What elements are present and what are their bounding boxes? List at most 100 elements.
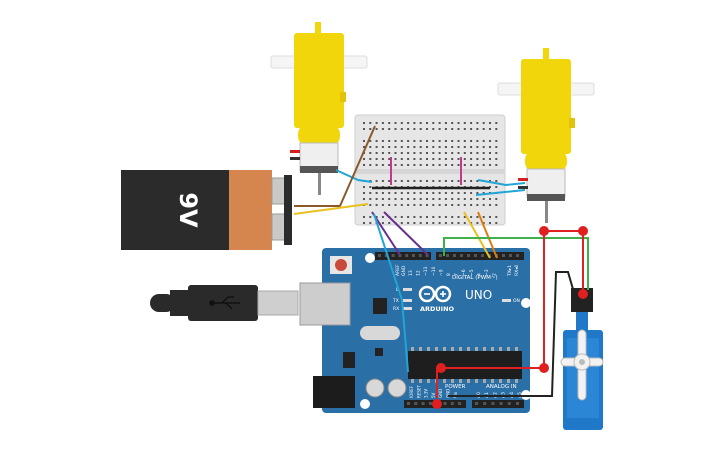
battery-9v[interactable]: 9V <box>121 170 292 250</box>
header-pin[interactable] <box>453 254 456 257</box>
breadboard-hole <box>381 158 384 160</box>
header-pin[interactable] <box>443 402 447 405</box>
breadboard-hole <box>388 152 391 154</box>
breadboard-hole <box>495 164 498 166</box>
breadboard-hole <box>369 140 372 142</box>
breadboard-hole <box>388 140 391 142</box>
breadboard-hole <box>432 128 435 130</box>
right-dc-motor[interactable] <box>497 48 595 223</box>
digital-pin-label: 2 <box>492 273 498 276</box>
breadboard-hole <box>407 152 410 154</box>
wire-orange-arduino <box>477 211 498 259</box>
breadboard-hole <box>375 216 378 218</box>
header-pin[interactable] <box>412 254 415 257</box>
chip-pin <box>419 347 422 351</box>
header-pin[interactable] <box>467 254 470 257</box>
breadboard-hole <box>432 164 435 166</box>
header-pin[interactable] <box>458 402 462 405</box>
header-pin[interactable] <box>460 254 463 257</box>
header-pin[interactable] <box>428 402 432 405</box>
breadboard-hole <box>419 164 422 166</box>
breadboard-hole <box>400 180 403 182</box>
breadboard-hole <box>369 192 372 194</box>
breadboard-hole <box>476 152 479 154</box>
header-pin[interactable] <box>481 254 484 257</box>
breadboard-hole <box>369 164 372 166</box>
breadboard-hole <box>394 204 397 206</box>
header-pin[interactable] <box>483 402 487 405</box>
breadboard-hole <box>444 222 447 224</box>
breadboard-hole <box>495 146 498 148</box>
breadboard-hole <box>495 186 498 188</box>
breadboard-hole <box>369 216 372 218</box>
breadboard-hole <box>363 192 365 194</box>
header-pin[interactable] <box>491 402 495 405</box>
arduino-uno-board[interactable]: ARDUINO UNO DIGITAL (PWM~) POWER ANALOG … <box>299 248 531 413</box>
breadboard-hole <box>394 152 397 154</box>
breadboard-hole <box>438 180 441 182</box>
breadboard-hole <box>407 192 410 194</box>
header-pin[interactable] <box>405 254 409 257</box>
breadboard-hole <box>476 192 479 194</box>
header-pin[interactable] <box>398 254 402 257</box>
header-pin[interactable] <box>446 254 449 257</box>
header-pin[interactable] <box>507 402 511 405</box>
wire-blue-arduino <box>373 213 409 373</box>
chip-pin <box>467 379 470 383</box>
header-pin[interactable] <box>378 254 381 257</box>
breadboard-hole <box>444 128 447 130</box>
breadboard-hole <box>476 198 479 200</box>
breadboard-hole <box>407 216 410 218</box>
breadboard-hole <box>438 152 441 154</box>
header-pin[interactable] <box>475 402 478 405</box>
header-pin[interactable] <box>450 402 454 405</box>
breadboard-hole <box>444 216 447 218</box>
header-pin[interactable] <box>421 402 425 405</box>
breadboard-hole <box>419 152 422 154</box>
breadboard-hole <box>463 222 466 224</box>
header-pin[interactable] <box>516 254 519 257</box>
header-pin[interactable] <box>384 254 388 257</box>
analog-pin-label: A1 <box>484 392 490 398</box>
breadboard-hole <box>419 192 422 194</box>
breadboard-hole <box>476 180 479 182</box>
chip-pin <box>515 379 518 383</box>
breadboard-hole <box>451 158 454 160</box>
breadboard-hole <box>400 192 403 194</box>
header-pin[interactable] <box>407 402 410 405</box>
breadboard-hole <box>400 140 403 142</box>
left-dc-motor[interactable] <box>270 22 368 195</box>
breadboard-hole <box>432 146 435 148</box>
header-pin[interactable] <box>474 254 477 257</box>
breadboard-hole <box>476 204 479 206</box>
reset-button[interactable] <box>335 259 347 271</box>
breadboard-hole <box>388 204 391 206</box>
usb-icon <box>209 296 240 310</box>
power-pin-label: GND <box>446 389 451 398</box>
breadboard-hole <box>363 216 365 218</box>
header-pin[interactable] <box>499 402 503 405</box>
header-pin[interactable] <box>418 254 422 257</box>
header-pin[interactable] <box>509 254 512 257</box>
aref-label: AREF <box>395 264 401 276</box>
breadboard-hole <box>495 140 498 142</box>
breadboard-hole <box>457 122 460 124</box>
breadboard-hole <box>375 146 378 148</box>
chip-pin <box>443 347 446 351</box>
header-pin[interactable] <box>502 254 505 257</box>
servo-motor[interactable] <box>560 288 604 430</box>
breadboard-hole <box>388 180 391 182</box>
header-pin[interactable] <box>516 402 519 405</box>
breadboard[interactable] <box>354 114 506 226</box>
usb-cable[interactable] <box>150 285 299 321</box>
digital-pin-label: ~6 <box>461 269 467 276</box>
tx1-label: TX▸1 <box>507 265 513 277</box>
breadboard-hole <box>489 146 491 148</box>
breadboard-hole <box>369 222 372 224</box>
header-pin[interactable] <box>391 254 395 257</box>
breadboard-hole <box>381 192 384 194</box>
header-pin[interactable] <box>439 254 442 257</box>
chip-pin <box>459 379 462 383</box>
header-pin[interactable] <box>414 402 418 405</box>
